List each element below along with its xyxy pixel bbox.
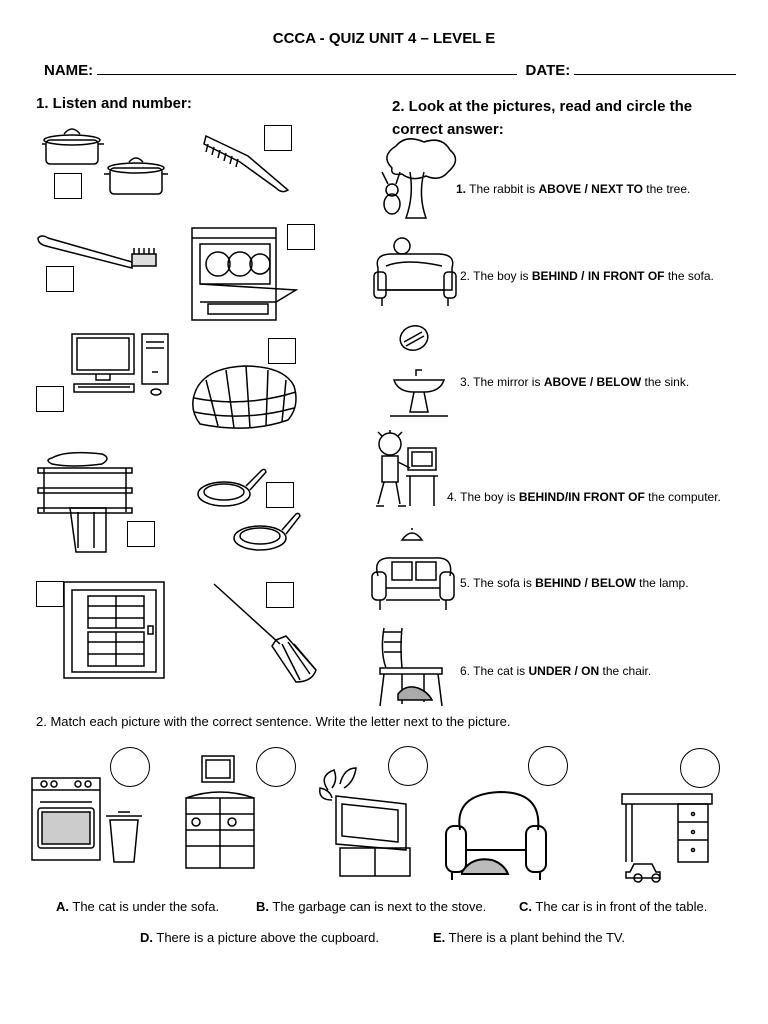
- answer-box-door[interactable]: [36, 581, 64, 607]
- circle-sentence-1: 1. The rabbit is ABOVE / NEXT TO the tre…: [456, 182, 690, 196]
- letter-circle-table[interactable]: [680, 748, 720, 788]
- sentence-text: There is a picture above the cupboard.: [153, 930, 379, 945]
- sentence-post: the sink.: [641, 375, 690, 389]
- table-car-icon: [616, 790, 716, 884]
- sentence-pre: The mirror is: [470, 375, 544, 389]
- answer-box-blanket[interactable]: [268, 338, 296, 364]
- match-sentence-e: E. There is a plant behind the TV.: [433, 930, 625, 945]
- sentence-pre: The boy is: [457, 490, 519, 504]
- sofa-lamp-icon: [370, 528, 456, 614]
- section2-heading-line1: 2. Look at the pictures, read and circle…: [392, 98, 693, 115]
- section1-heading: 1. Listen and number:: [36, 95, 192, 112]
- sentence-letter: C.: [519, 899, 532, 914]
- answer-options[interactable]: ABOVE / NEXT TO: [538, 182, 643, 196]
- circle-sentence-5: 5. The sofa is BEHIND / BELOW the lamp.: [460, 576, 689, 590]
- computer-icon: [68, 332, 174, 398]
- answer-options[interactable]: BEHIND/IN FRONT OF: [518, 490, 645, 504]
- item-number: 2.: [460, 269, 471, 283]
- circle-sentence-2: 2. The boy is BEHIND / IN FRONT OF the s…: [460, 269, 714, 283]
- answer-box-towel-rack[interactable]: [127, 521, 155, 547]
- sentence-post: the lamp.: [635, 576, 689, 590]
- toothbrush-icon: [36, 232, 161, 277]
- item-number: 3.: [460, 375, 471, 389]
- frying-pans-icon: [196, 464, 302, 558]
- name-date-row: NAME: DATE:: [44, 62, 737, 79]
- sofa-cat-icon: [442, 790, 550, 884]
- answer-box-comb[interactable]: [264, 125, 292, 151]
- dishwasher-icon: [188, 226, 298, 322]
- sentence-text: The car is in front of the table.: [532, 899, 708, 914]
- boy-computer-icon: [370, 430, 442, 514]
- circle-sentence-6: 6. The cat is UNDER / ON the chair.: [460, 664, 651, 678]
- section2-heading-line2: correct answer:: [392, 121, 504, 138]
- broom-icon: [210, 582, 324, 686]
- answer-box-computer[interactable]: [36, 386, 64, 412]
- date-label: DATE:: [525, 62, 571, 79]
- match-sentence-b: B. The garbage can is next to the stove.: [256, 899, 486, 914]
- circle-sentence-3: 3. The mirror is ABOVE / BELOW the sink.: [460, 375, 689, 389]
- letter-circle-tv[interactable]: [388, 746, 428, 786]
- blanket-icon: [188, 360, 300, 432]
- section3-heading: 2. Match each picture with the correct s…: [36, 714, 511, 729]
- answer-box-frying-pans[interactable]: [266, 482, 294, 508]
- answer-options[interactable]: UNDER / ON: [528, 664, 600, 678]
- sentence-post: the computer.: [644, 490, 721, 504]
- sentence-pre: The cat is: [470, 664, 529, 678]
- sentence-text: The garbage can is next to the stove.: [269, 899, 487, 914]
- letter-circle-sofa[interactable]: [528, 746, 568, 786]
- sentence-pre: The sofa is: [470, 576, 536, 590]
- tv-plant-icon: [318, 766, 418, 878]
- item-number: 6.: [460, 664, 471, 678]
- sentence-post: the chair.: [599, 664, 652, 678]
- answer-box-toothbrush[interactable]: [46, 266, 74, 292]
- sentence-pre: The rabbit is: [466, 182, 539, 196]
- answer-box-pots[interactable]: [54, 173, 82, 199]
- sofa-boy-icon: [372, 236, 458, 310]
- cupboard-door-icon: [62, 580, 168, 680]
- answer-options[interactable]: BEHIND / IN FRONT OF: [531, 269, 665, 283]
- answer-box-broom[interactable]: [266, 582, 294, 608]
- name-field[interactable]: [97, 62, 518, 75]
- item-number: 5.: [460, 576, 471, 590]
- cupboard-picture-icon: [182, 754, 258, 870]
- chair-cat-icon: [376, 624, 452, 708]
- match-sentence-c: C. The car is in front of the table.: [519, 899, 707, 914]
- mirror-sink-icon: [386, 322, 452, 420]
- letter-circle-stove[interactable]: [110, 747, 150, 787]
- stove-garbage-icon: [30, 774, 142, 864]
- match-sentence-d: D. There is a picture above the cupboard…: [140, 930, 379, 945]
- pots-icon: [40, 122, 170, 202]
- sentence-text: There is a plant behind the TV.: [445, 930, 626, 945]
- circle-sentence-4: 4. The boy is BEHIND/IN FRONT OF the com…: [447, 490, 721, 504]
- item-number: 4.: [447, 490, 458, 504]
- sentence-letter: D.: [140, 930, 153, 945]
- answer-box-dishwasher[interactable]: [287, 224, 315, 250]
- comb-icon: [200, 128, 295, 198]
- item-number: 1.: [456, 182, 467, 196]
- match-sentence-a: A. The cat is under the sofa.: [56, 899, 219, 914]
- sentence-letter: E.: [433, 930, 446, 945]
- sentence-post: the tree.: [642, 182, 691, 196]
- date-field[interactable]: [574, 62, 737, 75]
- quiz-title: CCCA - QUIZ UNIT 4 – LEVEL E: [272, 30, 496, 47]
- answer-options[interactable]: ABOVE / BELOW: [543, 375, 642, 389]
- sentence-letter: B.: [256, 899, 269, 914]
- section2-heading: 2. Look at the pictures, read and circle…: [392, 95, 692, 141]
- tree-rabbit-icon: [372, 138, 462, 222]
- sentence-post: the sofa.: [664, 269, 714, 283]
- sentence-text: The cat is under the sofa.: [69, 899, 220, 914]
- towel-rack-icon: [34, 448, 136, 556]
- letter-circle-cupboard[interactable]: [256, 747, 296, 787]
- sentence-letter: A.: [56, 899, 69, 914]
- sentence-pre: The boy is: [470, 269, 532, 283]
- name-label: NAME:: [44, 62, 94, 79]
- answer-options[interactable]: BEHIND / BELOW: [535, 576, 636, 590]
